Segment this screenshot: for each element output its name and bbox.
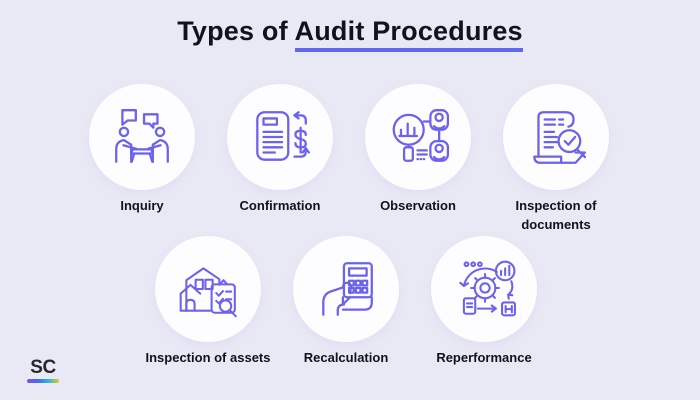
- inquiry-conversation-icon: [115, 109, 169, 163]
- inspection-documents-circle: [503, 84, 609, 190]
- card-inspection-assets: Inspection of assets: [140, 236, 276, 368]
- card-reperformance: Reperformance: [416, 236, 552, 368]
- inspection-assets-circle: [155, 236, 261, 342]
- card-label: Observation: [380, 198, 456, 213]
- inspection-assets-building-checklist-icon: [179, 267, 237, 318]
- card-label: Reperformance: [436, 350, 532, 365]
- logo-underline: [27, 379, 59, 383]
- title-underlined-text: Audit Procedures: [294, 16, 523, 52]
- confirmation-document-dollar-icon: [256, 111, 311, 161]
- title-prefix: Types of: [177, 16, 295, 46]
- card-inquiry: Inquiry: [74, 84, 210, 216]
- recalculation-hand-calculator-icon: [322, 262, 373, 316]
- confirmation-circle: [227, 84, 333, 190]
- brand-logo: SC: [27, 358, 59, 383]
- card-label: Inspection of documents: [515, 198, 597, 232]
- card-recalculation: Recalculation: [278, 236, 414, 368]
- observation-circle: [365, 84, 471, 190]
- card-inspection-documents: Inspection of documents: [488, 84, 624, 235]
- card-label: Confirmation: [239, 198, 321, 213]
- recalculation-circle: [293, 236, 399, 342]
- card-observation: Observation: [350, 84, 486, 216]
- inspection-documents-magnifier-check-icon: [533, 111, 587, 164]
- logo-text: SC: [30, 357, 56, 378]
- card-label: Recalculation: [303, 350, 389, 365]
- reperformance-circle: [431, 236, 537, 342]
- observation-magnifier-chart-icon: [392, 109, 450, 162]
- card-confirmation: Confirmation: [212, 84, 348, 216]
- inquiry-circle: [89, 84, 195, 190]
- page-title: Types of Audit Procedures: [0, 16, 700, 52]
- reperformance-gear-cycle-icon: [459, 260, 516, 317]
- card-label: Inquiry: [120, 198, 164, 213]
- card-label: Inspection of assets: [145, 350, 271, 365]
